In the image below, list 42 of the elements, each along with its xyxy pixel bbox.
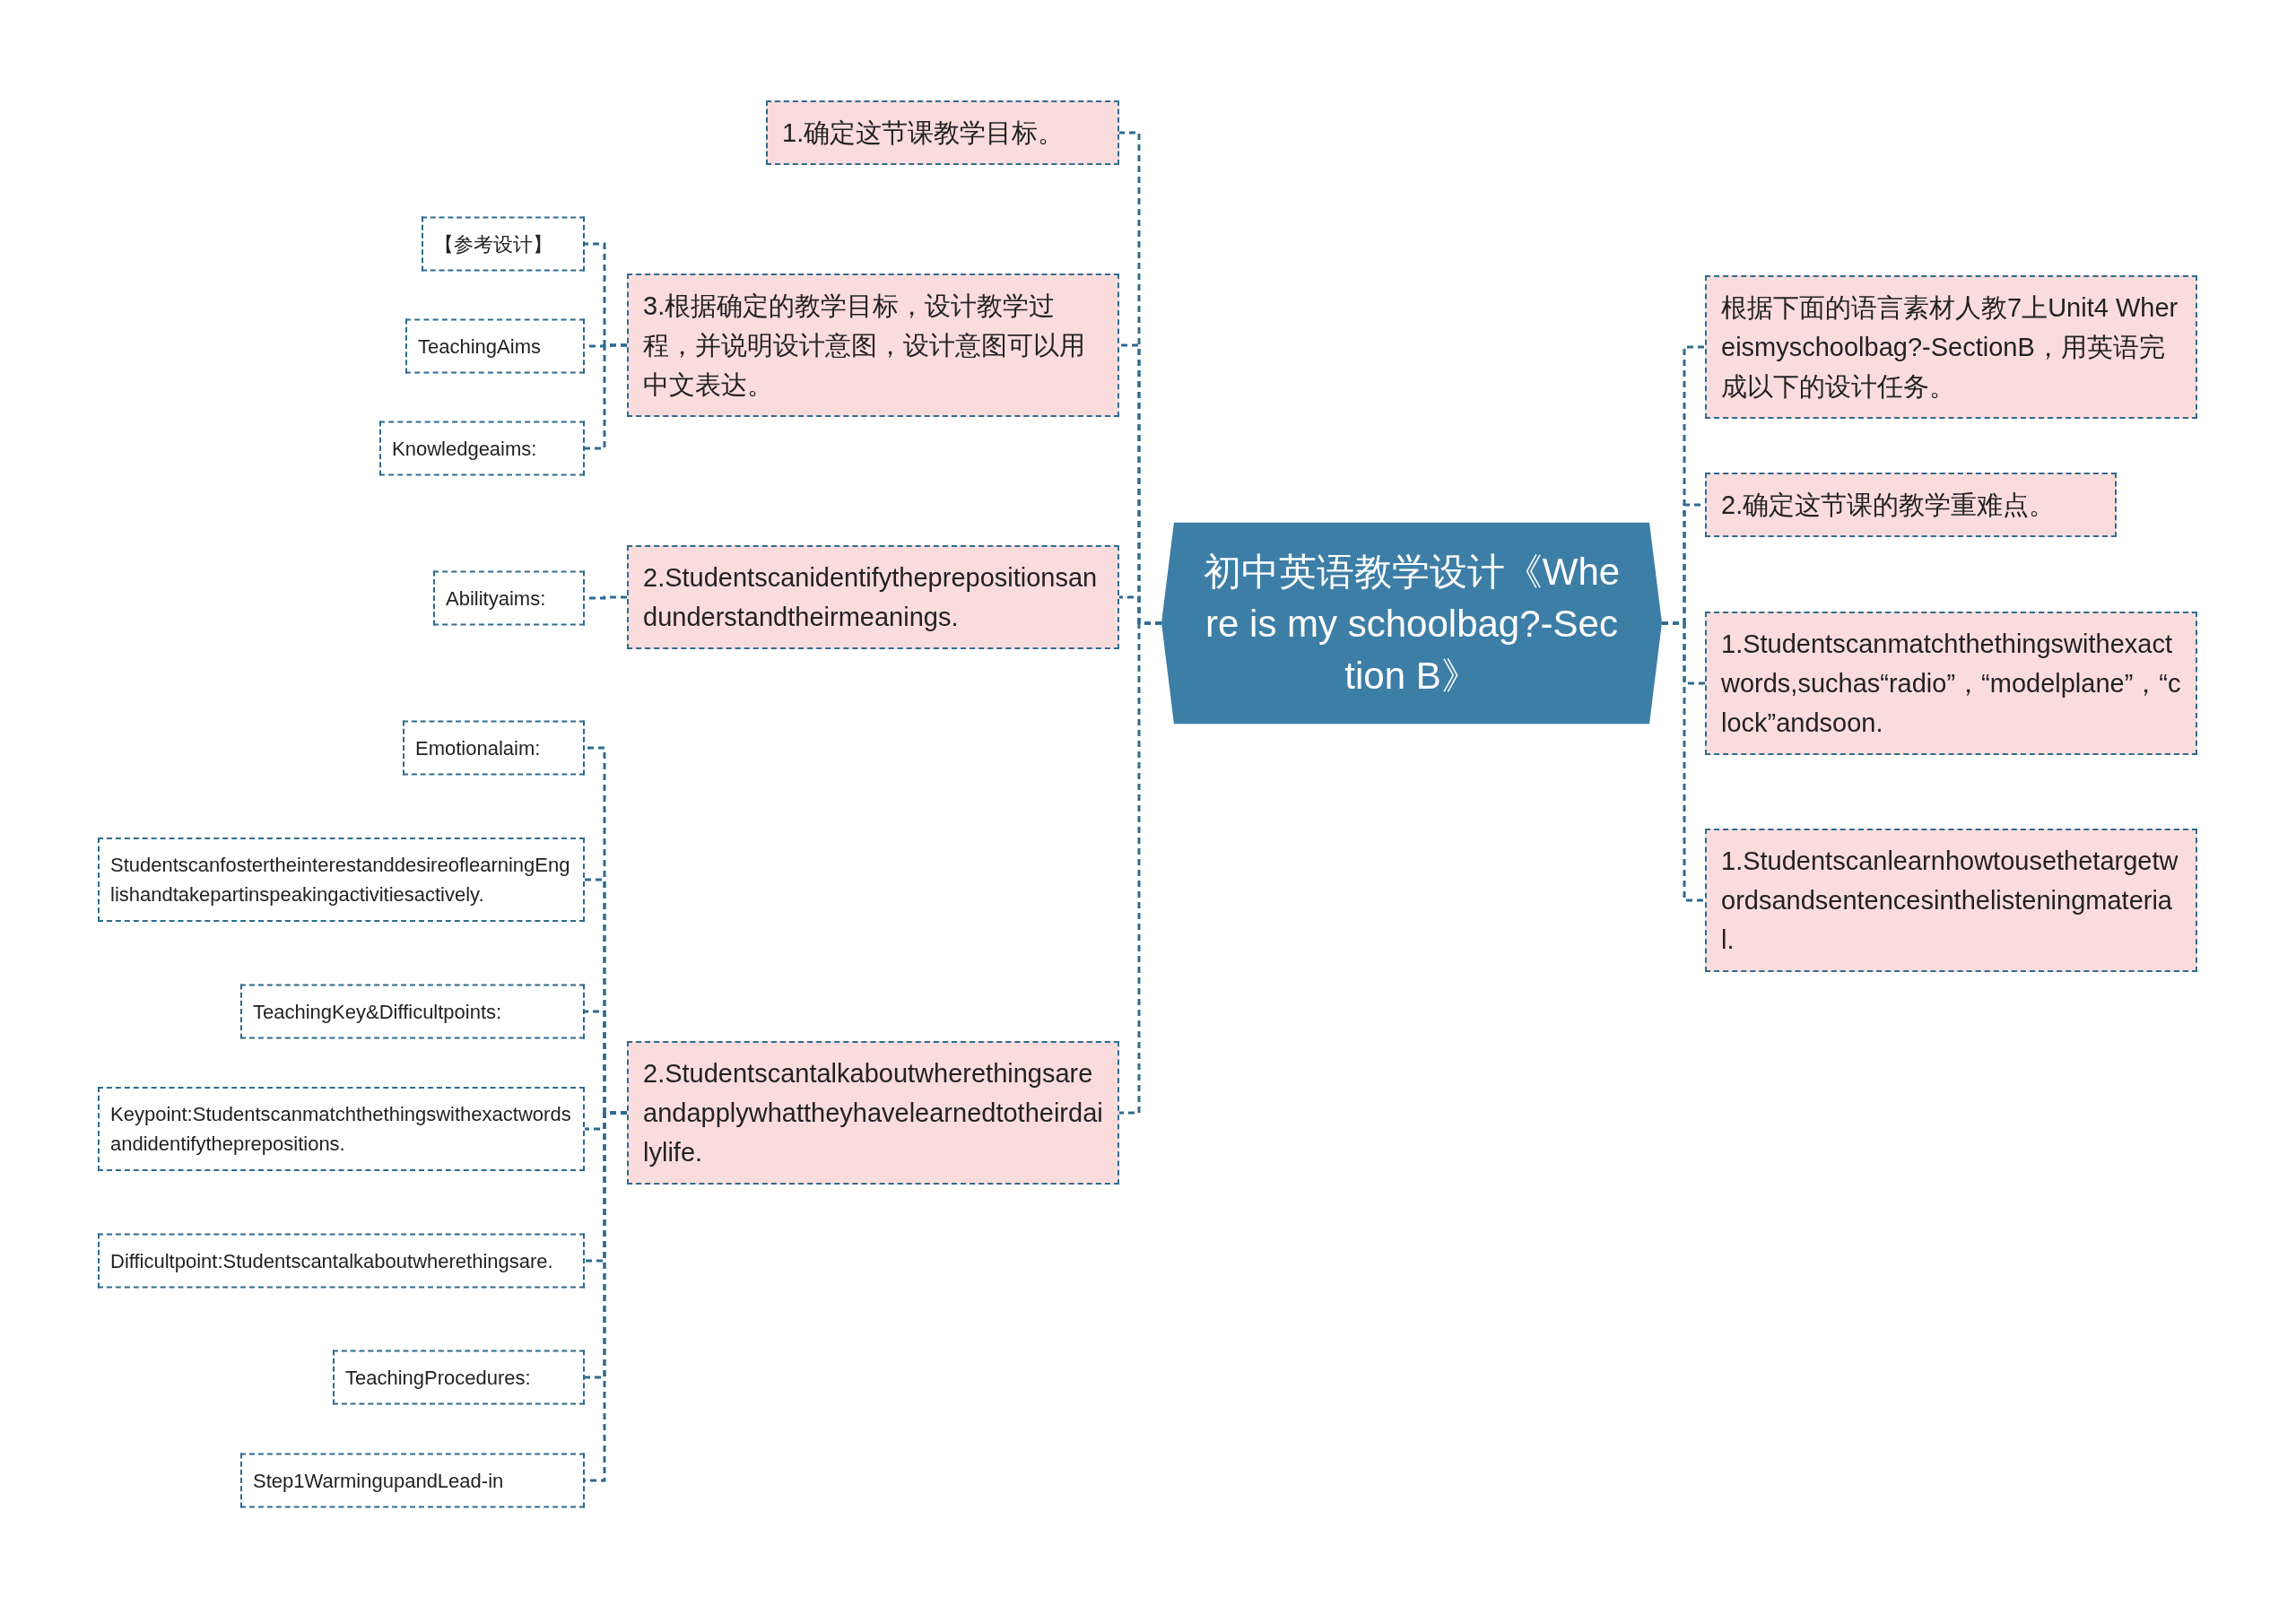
node-text: Step1WarmingupandLead-in [253,1468,505,1494]
node-text: 1.确定这节课教学目标。 [782,117,1065,149]
leaf-box [98,1233,585,1289]
node-text: 1.Studentscanmatchthethingswithexactwords,suchas“radio”，“modelplane”，“clock”andsoon. [1721,629,2181,739]
node-text: 3.根据确定的教学目标，设计教学过程，并说明设计意图，设计意图可以用中文表达。 [643,291,1086,401]
branch-box [627,545,1119,649]
connector-line [585,343,627,450]
node-text: StudentscanfostertheinterestanddesireoflearningEnglishandtakepartinspeakingactivitiesactively. [110,853,571,907]
node-text: 【参考设计】 [434,231,553,257]
branch-box [1705,829,2197,972]
node-text: Emotionalaim: [415,735,542,761]
branch-box [766,100,1119,165]
leaf-box [405,318,585,374]
node-text: 初中英语教学设计《Where is my schoolbag?-Section B》 [1202,549,1622,698]
branch-box [627,1041,1119,1185]
node-text: TeachingKey&Difficultpoints: [253,999,503,1025]
leaf-box [333,1350,585,1405]
node-text: 1.Studentscanlearnhowtousethetargetwordsandsentencesinthelisteningmaterial. [1721,846,2179,956]
node-text: TeachingAims [418,334,542,360]
leaf-box [98,838,585,922]
node-text: Difficultpoint:Studentscantalkaboutwherethingsare. [110,1248,554,1274]
node-text: Knowledgeaims: [392,436,538,462]
leaf-box [433,570,585,626]
node-text: 2.Studentscantalkaboutwherethingsareandapplywhattheyhavelearnedtotheirdailylife. [643,1058,1103,1168]
leaf-box [240,1453,585,1508]
node-text: 根据下面的语言素材人教7上Unit4 Whereismyschoolbag?-SectionB，用英语完成以下的设计任务。 [1721,292,2179,403]
leaf-box [240,984,585,1039]
node-text: Abilityaims: [446,586,547,612]
branch-box [1705,275,2197,419]
branch-box [1705,473,2117,537]
node-text: 2.确定这节课的教学重难点。 [1721,490,2057,521]
node-text: Keypoint:Studentscanmatchthethingswithexactwordsandidentifytheprepositions. [110,1102,572,1157]
connector-line [1119,621,1161,1115]
node-text: 2.Studentscanidentifytheprepositionsandunderstandtheirmeanings. [643,562,1099,633]
leaf-box [379,421,585,476]
leaf-box [422,216,585,272]
node-text: TeachingProcedures: [345,1365,532,1391]
leaf-box [98,1087,585,1171]
branch-box [627,273,1119,417]
leaf-box [403,720,585,776]
connector-line [1662,621,1705,902]
branch-box [1705,612,2197,755]
